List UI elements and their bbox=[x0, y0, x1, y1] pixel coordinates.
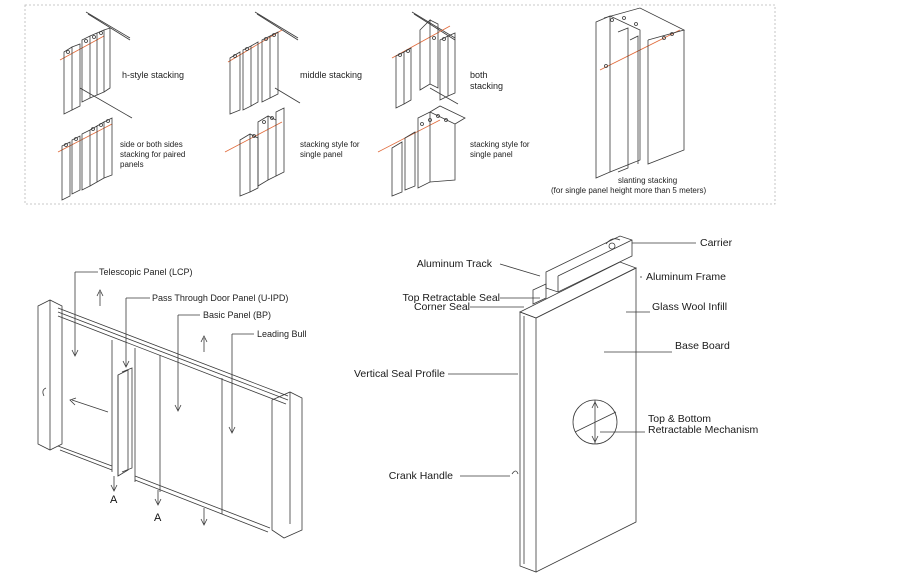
label-h-style-stacking: h-style stacking bbox=[122, 70, 185, 80]
side-stacking-drawing bbox=[57, 117, 113, 201]
label-base-board: Base Board bbox=[675, 340, 730, 352]
section-marker-a2: A bbox=[154, 512, 162, 524]
label-mechanism-1: Top & Bottom bbox=[648, 413, 712, 425]
h-style-stacking-drawing bbox=[59, 11, 133, 119]
label-glass-wool: Glass Wool Infill bbox=[652, 301, 728, 313]
label-pass-through-panel: Pass Through Door Panel (U-IPD) bbox=[152, 293, 289, 303]
single-panel-a-drawing bbox=[224, 107, 285, 197]
label-crank-handle: Crank Handle bbox=[388, 470, 453, 482]
label-aluminum-track: Aluminum Track bbox=[416, 258, 492, 270]
label-leading-bull: Leading Bull bbox=[257, 329, 307, 339]
label-slanting-stacking: slanting stacking bbox=[618, 176, 678, 185]
label-single-panel-b: stacking style for single panel bbox=[470, 140, 530, 159]
both-stacking-drawing bbox=[391, 11, 459, 109]
label-single-panel-a: stacking style for single panel bbox=[300, 140, 360, 159]
label-middle-stacking: middle stacking bbox=[300, 70, 363, 80]
label-carrier: Carrier bbox=[700, 237, 733, 249]
label-mechanism-2: Retractable Mechanism bbox=[648, 424, 759, 436]
label-slanting-note: (for single panel height more than 5 met… bbox=[551, 186, 707, 195]
wall-assembly-drawing bbox=[37, 271, 303, 539]
label-basic-panel: Basic Panel (BP) bbox=[203, 310, 272, 320]
label-side-stacking: side or both sides stacking for paired p… bbox=[120, 140, 186, 169]
label-vertical-seal: Vertical Seal Profile bbox=[353, 368, 445, 380]
label-both-stacking: both stacking bbox=[470, 70, 504, 91]
label-aluminum-frame: Aluminum Frame bbox=[646, 271, 726, 283]
section-marker-a1: A bbox=[110, 494, 118, 506]
panel-detail-drawing bbox=[448, 235, 696, 573]
middle-stacking-drawing bbox=[227, 11, 301, 115]
label-top-seal: Top Retractable Seal bbox=[402, 292, 500, 304]
label-corner-seal: Corner Seal bbox=[413, 301, 470, 313]
label-telescopic-panel: Telescopic Panel (LCP) bbox=[99, 267, 193, 277]
slanting-stacking-drawing bbox=[595, 7, 686, 179]
stacking-frame bbox=[24, 4, 776, 205]
single-panel-b-drawing bbox=[377, 105, 466, 197]
